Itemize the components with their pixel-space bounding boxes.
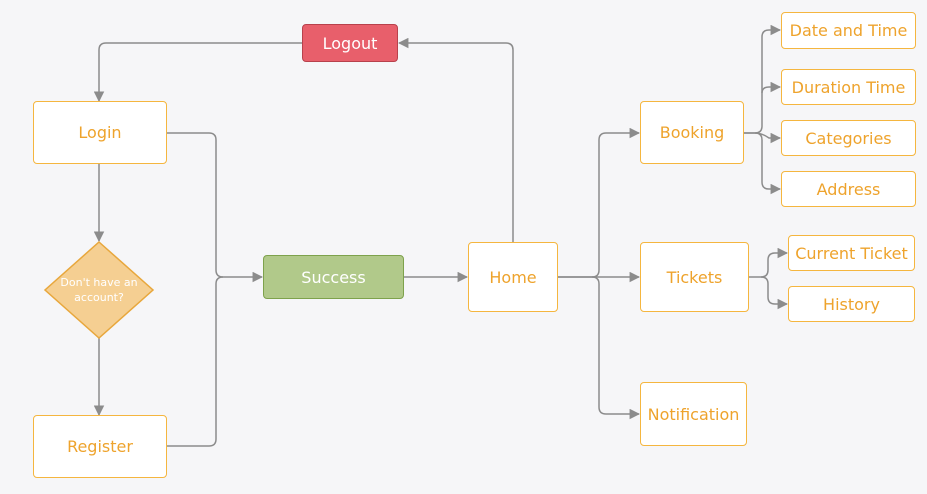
edge-home-notification (591, 276, 641, 420)
edge-register-success (166, 276, 224, 447)
home-node[interactable]: Home (468, 242, 558, 312)
register-node[interactable]: Register (33, 415, 167, 478)
notification-node[interactable]: Notification (640, 382, 747, 446)
login-node[interactable]: Login (33, 101, 167, 164)
edge-booking-duration (761, 81, 782, 94)
tickets-node[interactable]: Tickets (640, 242, 749, 312)
edge-login-success (166, 132, 264, 283)
history-node[interactable]: History (788, 286, 915, 322)
logout-node[interactable]: Logout (302, 24, 398, 62)
current-ticket-node[interactable]: Current Ticket (788, 235, 915, 271)
edge-booking-address (754, 132, 782, 195)
edge-home-booking (557, 127, 641, 278)
duration-time-node[interactable]: Duration Time (781, 69, 916, 105)
booking-node[interactable]: Booking (640, 101, 744, 164)
success-node[interactable]: Success (263, 255, 404, 299)
date-time-node[interactable]: Date and Time (781, 12, 916, 49)
edge-booking-datetime (743, 24, 782, 134)
edge-tickets-current (748, 247, 789, 278)
categories-node[interactable]: Categories (781, 120, 916, 156)
decision-label: Don't have an account? (60, 276, 138, 304)
edge-logout-login (93, 42, 302, 103)
edge-tickets-history (760, 276, 789, 310)
edge-home-logout (397, 37, 514, 242)
address-node[interactable]: Address (781, 171, 916, 207)
decision-diamond (43, 240, 155, 340)
